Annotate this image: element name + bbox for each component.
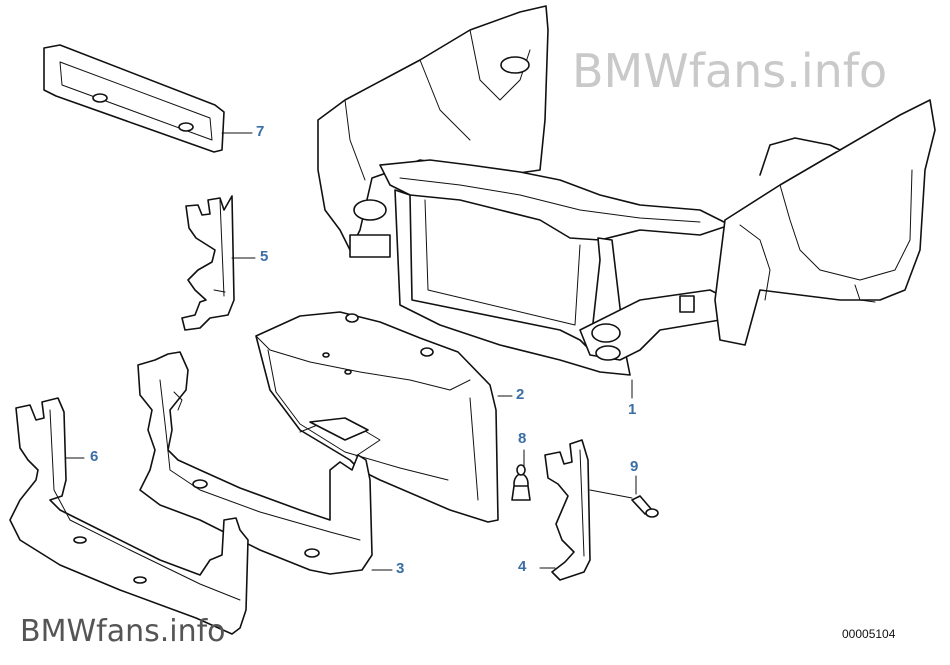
part-2-air-duct[interactable] — [255, 311, 499, 523]
callout-8[interactable]: 8 — [518, 430, 527, 447]
leader-lines — [65, 132, 637, 571]
part-9-screw[interactable] — [631, 495, 659, 518]
part-8-clip[interactable] — [511, 464, 531, 501]
part-6-bracket[interactable] — [9, 397, 249, 635]
part-5-bracket[interactable] — [181, 195, 235, 331]
part-3-support[interactable] — [137, 351, 373, 575]
callout-4[interactable]: 4 — [518, 558, 527, 575]
part-4-bracket[interactable] — [544, 439, 591, 581]
callout-7[interactable]: 7 — [256, 123, 265, 140]
callout-6[interactable]: 6 — [90, 448, 99, 465]
watermark-bottom: BMWfans.info — [20, 614, 226, 649]
watermark-top: BMWfans.info — [572, 44, 888, 98]
diagram-number: 00005104 — [842, 627, 896, 641]
part-1-front-structure[interactable] — [317, 5, 936, 376]
part-7-bracket[interactable] — [43, 44, 225, 153]
callout-2[interactable]: 2 — [516, 386, 525, 403]
callout-1[interactable]: 1 — [628, 401, 637, 418]
callout-3[interactable]: 3 — [396, 560, 405, 577]
callout-5[interactable]: 5 — [260, 248, 269, 265]
callout-9[interactable]: 9 — [630, 458, 639, 475]
